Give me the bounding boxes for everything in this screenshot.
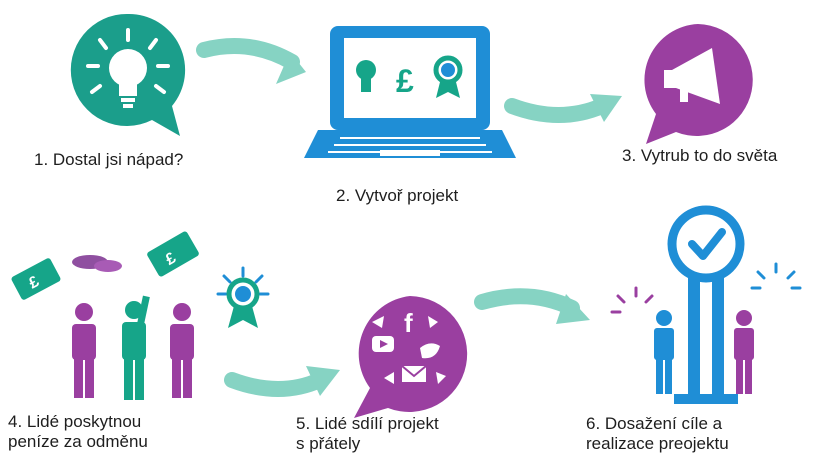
twitter-icon: [420, 343, 440, 359]
goal-meter-icon: [610, 205, 802, 404]
money-note-icon: £: [147, 231, 199, 277]
step-4-label: 4. Lidé poskytnou peníze za odměnu: [8, 412, 148, 451]
social-share-icon: f: [354, 296, 468, 418]
step-2-label: 2. Vytvoř projekt: [336, 186, 459, 205]
laptop-icon: £: [304, 26, 516, 158]
step-1-label: 1. Dostal jsi nápad?: [34, 150, 184, 169]
money-note-icon: £: [11, 258, 61, 300]
coins-icon: [72, 255, 122, 272]
pound-icon: £: [396, 63, 414, 99]
lightbulb-icon: [70, 13, 186, 136]
step-6-label: 6. Dosažení cíle a realizace preojektu: [586, 414, 729, 453]
step-5-label: 5. Lidé sdílí projekt s přátely: [296, 414, 439, 453]
facebook-icon: f: [404, 308, 413, 338]
flow-arrow: [504, 94, 622, 123]
flow-arrow: [224, 366, 340, 397]
award-icon: [216, 266, 270, 328]
megaphone-icon: [644, 24, 753, 144]
flow-arrow: [474, 288, 590, 324]
step-3-label: 3. Vytrub to do světa: [622, 146, 778, 165]
people-icon: [72, 295, 194, 400]
lightbulb-icon: [356, 60, 376, 92]
award-icon: [433, 55, 463, 98]
flow-arrow: [196, 38, 306, 84]
